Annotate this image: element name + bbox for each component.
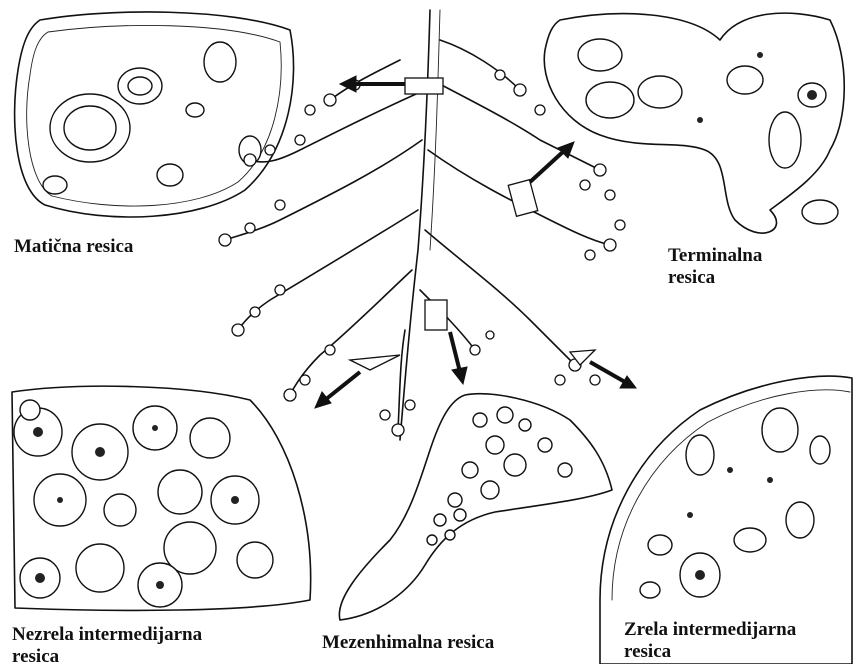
mesenchymal-villus-label: Mezenhimalna resica — [322, 632, 494, 654]
immature-villus-label-line2: resica — [12, 646, 202, 668]
terminal-villus-section-icon — [544, 13, 844, 233]
stem-villus-label-text: Matična resica — [14, 236, 133, 257]
stem-villus-label: Matična resica — [14, 236, 133, 258]
terminal-villus-label-line1: Terminalna — [668, 245, 762, 267]
mesenchymal-villus-label-text: Mezenhimalna resica — [322, 632, 494, 653]
terminal-villus-label-line2: resica — [668, 267, 762, 289]
immature-intermediate-villus-section-icon — [12, 386, 311, 610]
mesenchymal-villus-section-icon — [339, 394, 612, 620]
mature-villus-label-line1: Zrela intermedijarna — [624, 619, 796, 641]
terminal-villus-label: Terminalna resica — [668, 245, 762, 289]
mature-intermediate-villus-label: Zrela intermedijarna resica — [624, 619, 796, 663]
mature-villus-label-line2: resica — [624, 641, 796, 663]
villous-tree-icon — [219, 10, 625, 440]
stem-villus-section-icon — [15, 12, 294, 217]
immature-intermediate-villus-label: Nezrela intermedijarna resica — [12, 624, 202, 668]
immature-villus-label-line1: Nezrela intermedijarna — [12, 624, 202, 646]
